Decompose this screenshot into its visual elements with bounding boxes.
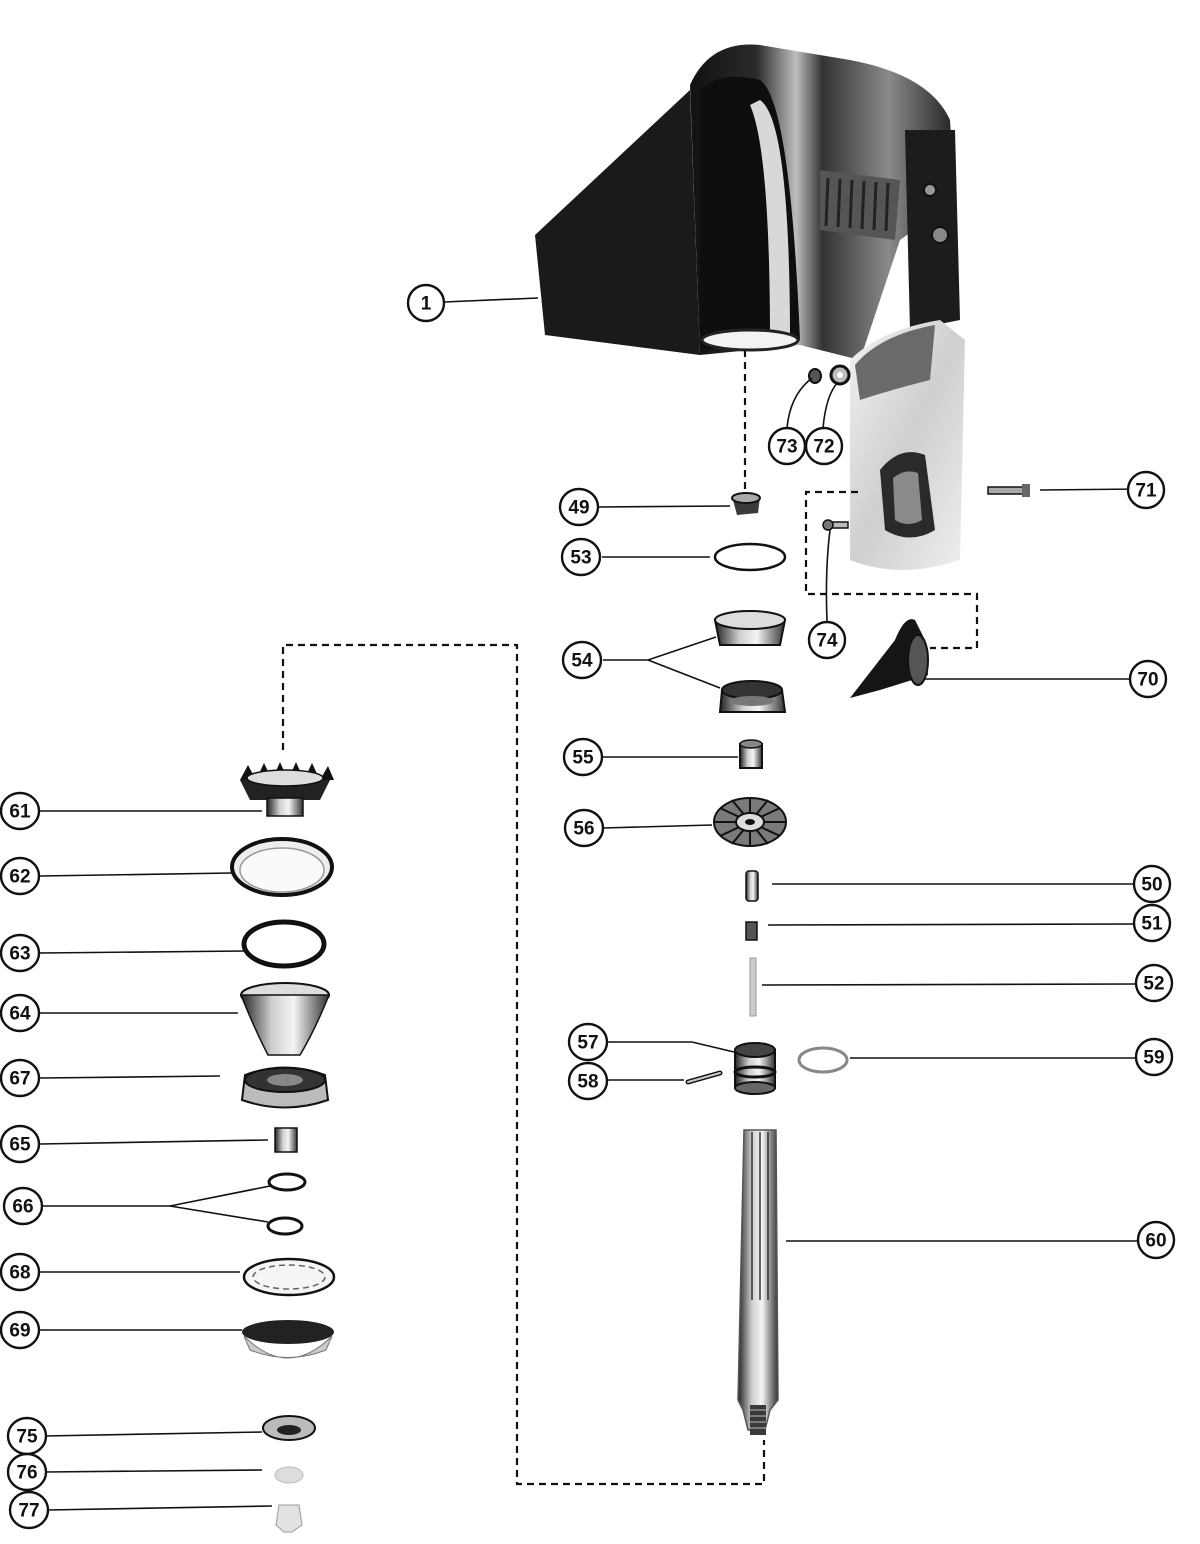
callout-54-label: 54 [571, 651, 593, 672]
callout-71-label: 71 [1135, 481, 1157, 502]
callout-75-label: 75 [16, 1427, 38, 1448]
callout-62: 62 [0, 856, 41, 896]
callout-68: 68 [0, 1252, 41, 1292]
callout-74-label: 74 [816, 631, 838, 652]
part-75-drawing [262, 1415, 316, 1441]
part-70-drawing [850, 619, 929, 698]
part-71-drawing [987, 484, 1030, 497]
callout-1: 1 [406, 283, 446, 323]
assembly-path-lines [281, 350, 979, 1486]
part-61-drawing [240, 762, 334, 817]
callout-50: 50 [1132, 864, 1172, 904]
part-55-drawing [739, 739, 763, 769]
callout-56: 56 [563, 808, 605, 848]
callout-74: 74 [807, 620, 847, 660]
callout-55: 55 [562, 737, 604, 777]
part-73-drawing [808, 368, 822, 384]
part-51-drawing [745, 921, 758, 941]
part-53-drawing [713, 542, 787, 572]
callout-57-label: 57 [577, 1033, 598, 1054]
part-77-drawing [275, 1504, 303, 1533]
callout-77: 77 [8, 1490, 50, 1530]
callout-53-label: 53 [570, 548, 591, 569]
part-52-drawing [749, 957, 757, 1017]
callout-57: 57 [567, 1022, 609, 1062]
callout-58: 58 [567, 1061, 609, 1101]
callout-61-label: 61 [9, 802, 31, 823]
callout-63-label: 63 [9, 944, 30, 965]
callout-59: 59 [1134, 1037, 1174, 1077]
part-58-drawing [685, 1070, 723, 1085]
callout-51-label: 51 [1141, 914, 1163, 935]
callout-64: 64 [0, 993, 41, 1033]
callout-68-label: 68 [9, 1263, 30, 1284]
part-69-drawing [242, 1320, 334, 1359]
callout-67-label: 67 [9, 1069, 30, 1090]
callout-76-label: 76 [16, 1463, 37, 1484]
part-56-drawing [713, 797, 787, 847]
part-66-drawing [266, 1172, 307, 1236]
callout-59-label: 59 [1143, 1048, 1164, 1069]
callout-67: 67 [0, 1058, 41, 1098]
callout-50-label: 50 [1141, 875, 1162, 896]
part-65-drawing [274, 1127, 298, 1153]
callout-51: 51 [1132, 903, 1172, 943]
callout-56-label: 56 [573, 819, 594, 840]
part-49-drawing [731, 492, 761, 515]
callout-52: 52 [1134, 963, 1174, 1003]
callout-52-label: 52 [1143, 974, 1164, 995]
callout-71: 71 [1126, 470, 1166, 510]
part-72-drawing [829, 364, 851, 386]
part-64-67-drawing [239, 982, 331, 1109]
gear-housing-part [535, 44, 965, 570]
callout-60-label: 60 [1145, 1231, 1166, 1252]
callout-69-label: 69 [9, 1321, 30, 1342]
callout-73: 73 [767, 426, 807, 466]
part-68-drawing [242, 1257, 336, 1297]
part-54-drawing [713, 610, 787, 713]
callout-58-label: 58 [577, 1072, 598, 1093]
part-50-drawing [745, 870, 759, 902]
callout-70: 70 [1128, 659, 1168, 699]
callout-62-label: 62 [9, 867, 30, 888]
part-76-drawing [274, 1466, 304, 1484]
callout-1-label: 1 [421, 294, 432, 315]
callout-60: 60 [1136, 1220, 1176, 1260]
part-60-drawing [737, 1129, 779, 1435]
callout-49: 49 [558, 487, 600, 527]
callout-53: 53 [560, 537, 602, 577]
callout-69: 69 [0, 1310, 41, 1350]
callout-77-label: 77 [18, 1501, 39, 1522]
part-63-drawing [241, 919, 327, 969]
callout-76: 76 [6, 1452, 48, 1492]
callout-72: 72 [804, 426, 844, 466]
callout-55-label: 55 [572, 748, 594, 769]
callout-72-label: 72 [813, 437, 834, 458]
callout-61: 61 [0, 791, 41, 831]
callout-66-label: 66 [12, 1197, 33, 1218]
callout-66: 66 [2, 1186, 44, 1226]
part-74-drawing [822, 519, 849, 531]
callout-65: 65 [0, 1124, 41, 1164]
leader-lines [39, 297, 1141, 1511]
callout-49-label: 49 [568, 498, 589, 519]
callout-70-label: 70 [1137, 670, 1158, 691]
callout-65-label: 65 [9, 1135, 31, 1156]
callout-54: 54 [561, 640, 603, 680]
callout-63: 63 [0, 933, 41, 973]
callout-75: 75 [6, 1416, 48, 1456]
callout-64-label: 64 [9, 1004, 31, 1025]
part-59-drawing [797, 1046, 849, 1074]
part-57-drawing [733, 1042, 777, 1095]
callout-73-label: 73 [776, 437, 797, 458]
part-62-drawing [230, 837, 334, 897]
